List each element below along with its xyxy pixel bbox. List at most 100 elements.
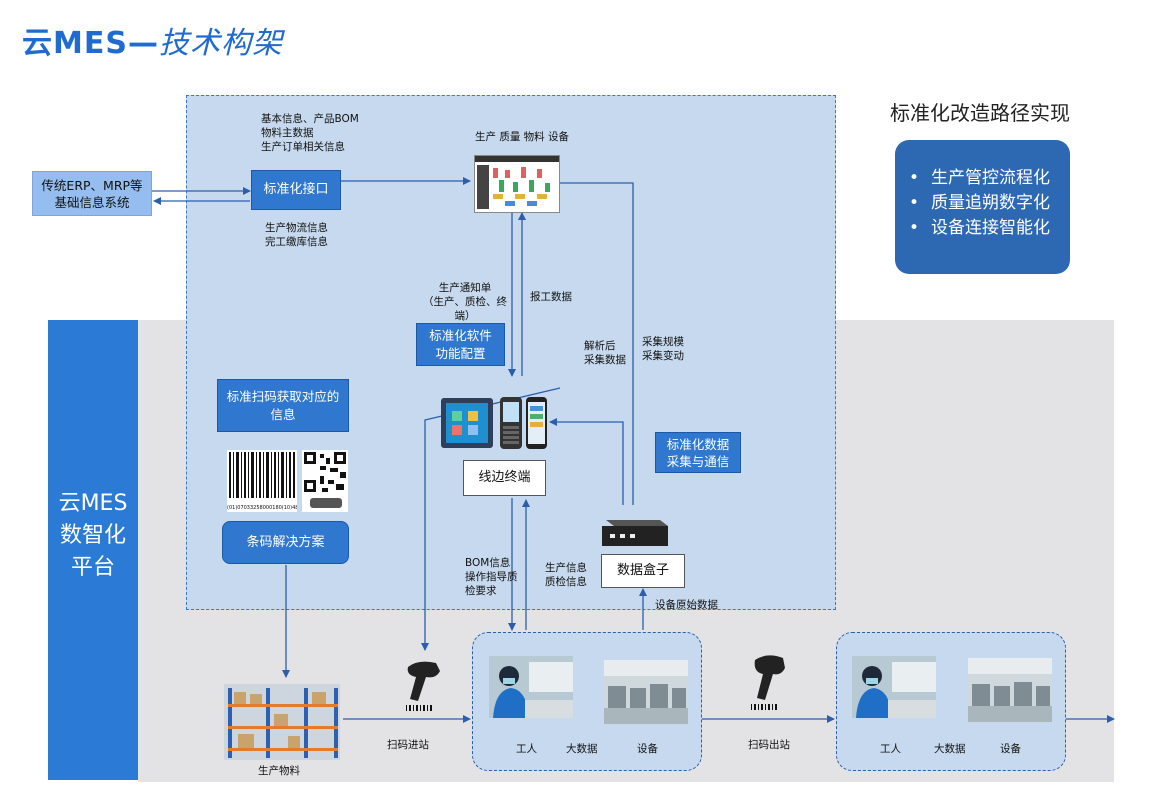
bigdata-label-2: 大数据 xyxy=(934,743,966,755)
path-item-label: 生产管控流程化 xyxy=(931,168,1050,188)
bom-info-line3: 检要求 xyxy=(465,585,497,597)
prod-info-text: 生产信息 质检信息 xyxy=(545,561,587,589)
barcode-icon xyxy=(229,452,295,498)
device-photo-2 xyxy=(968,658,1052,722)
worker-photo-1 xyxy=(489,656,573,718)
software-config-box: 标准化软件 功能配置 xyxy=(416,323,505,366)
info-bottom-line: 生产物流信息 xyxy=(265,222,328,234)
prod-info-line2: 质检信息 xyxy=(545,576,587,588)
notice-line1: 生产通知单 xyxy=(438,282,492,294)
parsed-data-label: 解析后 采集数据 xyxy=(584,339,626,367)
info-top-line: 生产订单相关信息 xyxy=(261,141,345,153)
scanner-out xyxy=(745,652,795,712)
path-item: • 设备连接智能化 xyxy=(909,216,1050,241)
page-title-main: 云MES— xyxy=(22,26,159,61)
info-bottom-text: 生产物流信息 完工缴库信息 xyxy=(265,221,328,249)
data-box-icon xyxy=(602,520,668,546)
collect-scale-line1: 采集规模 xyxy=(642,336,684,348)
data-box-device xyxy=(600,512,670,548)
software-config-line1: 标准化软件 xyxy=(429,328,492,343)
bigdata-label-1: 大数据 xyxy=(566,743,598,755)
scan-info-box: 标准扫码获取对应的 信息 xyxy=(217,379,349,432)
scan-out-label: 扫码出站 xyxy=(748,739,790,751)
worker-icon xyxy=(852,656,936,718)
scan-info-line1: 标准扫码获取对应的 xyxy=(226,389,340,404)
line-box-to-dashboard xyxy=(558,182,634,505)
info-top-line: 物料主数据 xyxy=(261,127,314,139)
report-data-label: 报工数据 xyxy=(530,291,572,303)
barcode-solution-button: 条码解决方案 xyxy=(222,521,349,564)
barcode-scanner-icon xyxy=(406,661,440,711)
tablet-screen-icon xyxy=(446,403,488,443)
worker-label-2: 工人 xyxy=(880,743,901,755)
path-item: •质量追朔数字化 xyxy=(909,191,1050,216)
tablet-device xyxy=(441,398,493,448)
page-title: 云MES—技术构架 xyxy=(22,18,283,62)
keypad-icon xyxy=(503,426,519,444)
parsed-data-line1: 解析后 xyxy=(584,340,616,352)
collect-scale-line2: 采集变动 xyxy=(642,350,684,362)
bullet-icon: • xyxy=(909,193,920,213)
path-heading: 标准化改造路径实现 xyxy=(890,101,1070,125)
notice-text: 生产通知单 （生产、质检、终端） xyxy=(417,281,513,323)
handheld-screen-icon xyxy=(503,402,519,422)
erp-system-box: 传统ERP、MRP等 基础信息系统 xyxy=(32,171,152,216)
device-label-2: 设备 xyxy=(1000,743,1021,755)
material-label: 生产物料 xyxy=(258,765,300,777)
device-label-1: 设备 xyxy=(637,743,658,755)
qr-code-icon xyxy=(304,452,346,508)
info-bottom-line: 完工缴库信息 xyxy=(265,236,328,248)
standard-interface-box: 标准化接口 xyxy=(251,170,341,210)
path-box: •生产管控流程化 •质量追朔数字化 •设备连接智能化 xyxy=(895,140,1070,274)
bom-info-text: BOM信息 操作指导质 检要求 xyxy=(465,556,518,598)
bullet-icon: • xyxy=(909,218,920,238)
scanner-in xyxy=(400,657,450,713)
erp-line2: 基础信息系统 xyxy=(54,195,130,210)
data-collection-box: 标准化数据 采集与通信 xyxy=(655,432,741,473)
collect-scale-label: 采集规模 采集变动 xyxy=(642,335,684,363)
data-collection-line2: 采集与通信 xyxy=(666,454,730,469)
scan-info-line2: 信息 xyxy=(270,407,296,422)
platform-label-line1: 云MES xyxy=(58,491,128,516)
handheld-device xyxy=(500,397,522,449)
worker-icon xyxy=(489,656,573,718)
barcode-image: (01)07033258000180(10)4811276 xyxy=(227,450,297,512)
software-config-line2: 功能配置 xyxy=(435,346,486,361)
barcode-scanner-icon xyxy=(751,655,785,710)
scan-in-label: 扫码进站 xyxy=(387,739,429,751)
dashboard-chart-icon xyxy=(475,156,559,209)
device-photo-1 xyxy=(604,660,688,724)
parsed-data-line2: 采集数据 xyxy=(584,354,626,366)
data-box-label: 数据盒子 xyxy=(601,554,685,588)
factory-line-icon xyxy=(604,660,688,724)
warehouse-image xyxy=(224,684,340,760)
phone-device xyxy=(526,397,547,449)
worker-label-1: 工人 xyxy=(516,743,537,755)
erp-line1: 传统ERP、MRP等 xyxy=(41,178,143,193)
warehouse-shelf-icon xyxy=(224,684,340,760)
platform-side-bar xyxy=(48,320,138,780)
factory-line-icon xyxy=(968,658,1052,722)
worker-photo-2 xyxy=(852,656,936,718)
info-top-text: 基本信息、产品BOM 物料主数据 生产订单相关信息 xyxy=(261,112,359,154)
path-item-label: 设备连接智能化 xyxy=(931,218,1050,238)
prod-info-line1: 生产信息 xyxy=(545,562,587,574)
bom-info-line1: BOM信息 xyxy=(465,557,511,569)
info-top-line: 基本信息、产品BOM xyxy=(261,113,359,125)
platform-label: 云MES 数智化 平台 xyxy=(48,488,138,584)
platform-label-line2: 数智化 xyxy=(59,523,126,548)
notice-line2: （生产、质检、终端） xyxy=(423,296,507,322)
path-item: •生产管控流程化 xyxy=(909,166,1050,191)
bom-info-line2: 操作指导质 xyxy=(465,571,518,583)
raw-data-label: 设备原始数据 xyxy=(655,599,718,611)
qr-code-image xyxy=(302,450,348,512)
data-collection-line1: 标准化数据 xyxy=(666,437,730,452)
line-terminal-box: 线边终端 xyxy=(463,460,546,496)
barcode-text: (01)07033258000180(10)4811276 xyxy=(227,505,297,511)
platform-label-line3: 平台 xyxy=(70,555,115,580)
dashboard-label: 生产 质量 物料 设备 xyxy=(475,131,570,143)
arrow-box-to-terminal xyxy=(549,418,624,505)
dashboard-screen xyxy=(474,155,560,213)
page-title-italic: 技术构架 xyxy=(158,26,283,61)
phone-screen-icon xyxy=(528,402,545,444)
